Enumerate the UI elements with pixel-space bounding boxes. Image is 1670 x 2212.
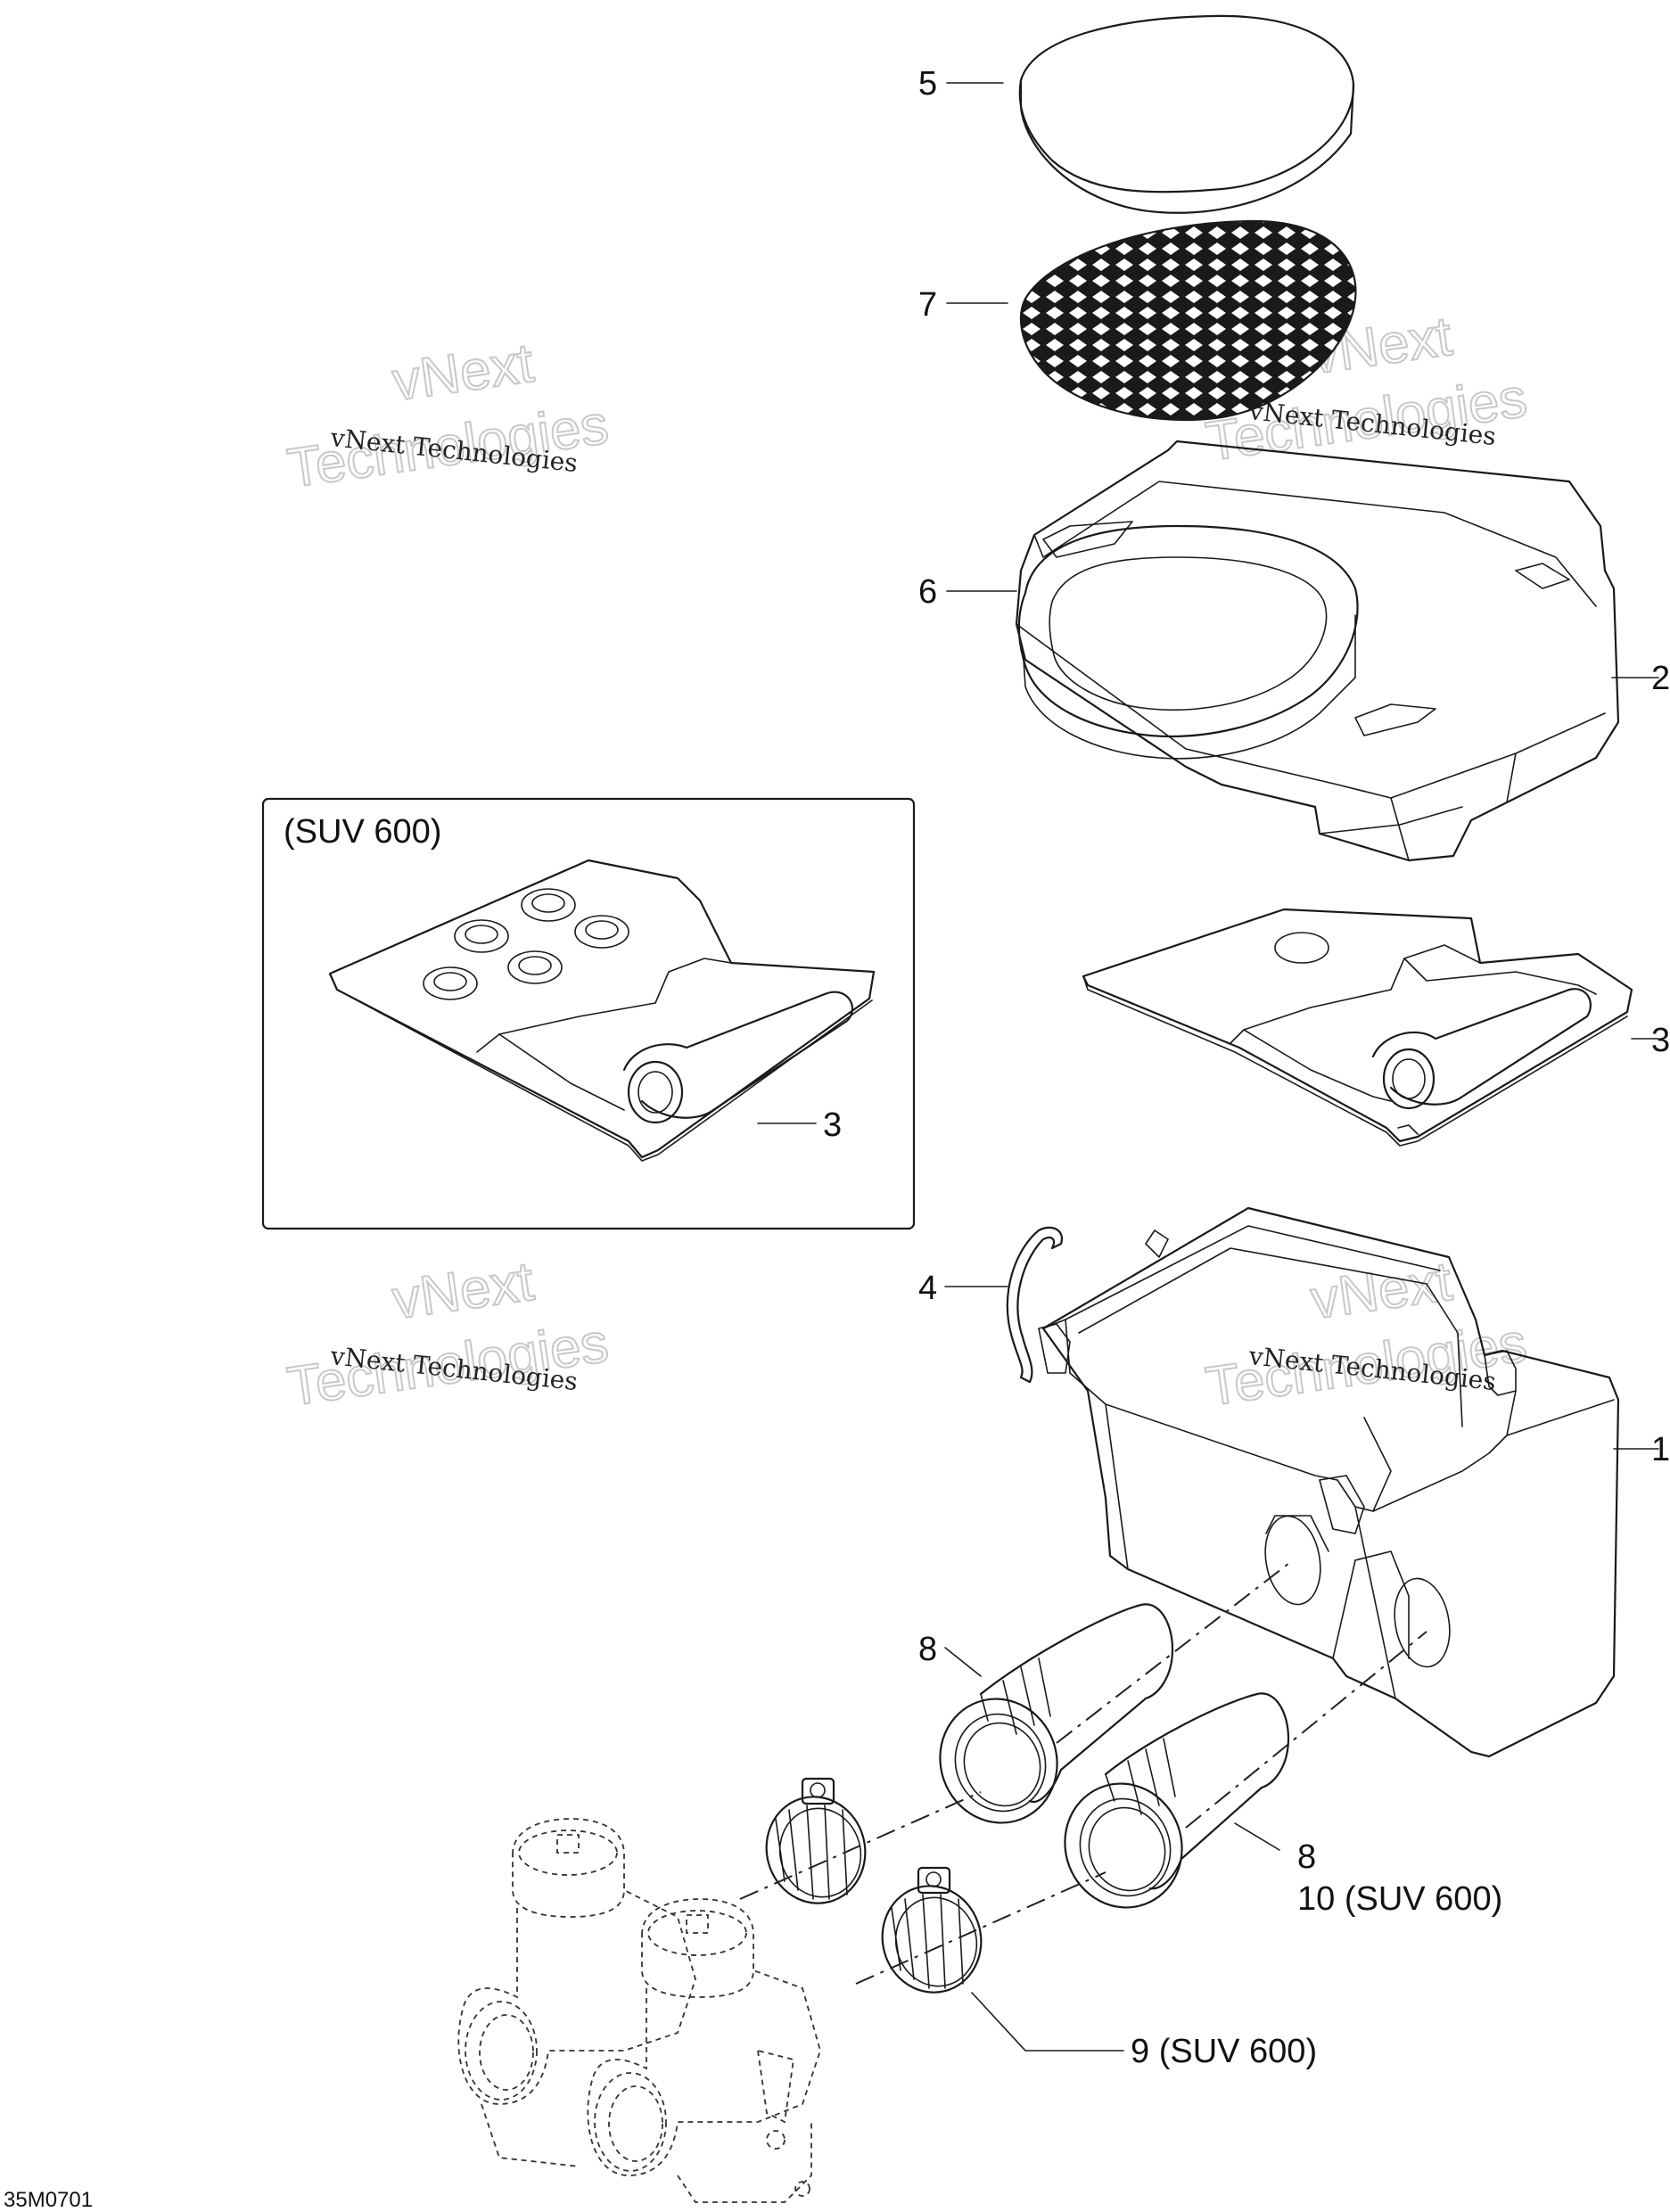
- part-1-airbox-base: [1038, 1206, 1620, 1758]
- watermark-mid-left: vNext Technologies vNext Technologies: [283, 1250, 613, 1419]
- part-7-mesh-screen: [1019, 219, 1357, 422]
- callout-4: 4: [918, 1270, 937, 1307]
- part-3-silencer-plate: [1082, 908, 1633, 1147]
- carburetors-reference: [457, 1818, 821, 2203]
- callout-3-main: 3: [1651, 1022, 1670, 1059]
- callout-2: 2: [1651, 660, 1670, 697]
- part-8-intake-boot-lower: [1064, 1692, 1290, 1909]
- watermark-large-vnext: vNext: [389, 333, 538, 413]
- callout-10: 10 (SUV 600): [1297, 1880, 1502, 1918]
- callout-5: 5: [918, 65, 937, 103]
- leader-lines: [757, 82, 1659, 2052]
- assembly-center-lines: [739, 1559, 1427, 1985]
- watermark-mid-right: vNext Technologies vNext Technologies: [1201, 1250, 1531, 1419]
- inset-suv600: (SUV 600): [261, 797, 916, 1230]
- callout-labels: 5 7 6 2 3 3 4 1 8 8 10 (SUV 600) 9 (SUV …: [823, 65, 1670, 2070]
- part-5-foam-filter: [1018, 14, 1355, 214]
- part-8-intake-boot-upper: [939, 1603, 1174, 1824]
- callout-1: 1: [1651, 1431, 1670, 1468]
- watermark-large-vnext: vNext: [1307, 1251, 1456, 1331]
- watermark-large-vnext: vNext: [389, 1251, 538, 1331]
- inset-grommets: [423, 888, 629, 1000]
- inset-title: (SUV 600): [284, 813, 441, 851]
- part-9-clamp-lower: [881, 1866, 983, 1994]
- part-6-seal-ring: [1017, 524, 1359, 760]
- callout-6: 6: [918, 573, 937, 611]
- part-9-clamp-upper: [765, 1777, 867, 1904]
- callout-9: 9 (SUV 600): [1131, 2033, 1317, 2070]
- part-4-retaining-clip: [1006, 1226, 1064, 1384]
- diagram-reference-code: 35M0701: [4, 2188, 93, 2212]
- part-2-airbox-lid: [1015, 440, 1620, 862]
- callout-8-upper: 8: [918, 1631, 937, 1668]
- callout-7: 7: [918, 286, 937, 324]
- watermark-top-left: vNext Technologies vNext Technologies: [283, 332, 613, 501]
- callout-3-inset: 3: [823, 1106, 842, 1144]
- callout-8-lower: 8: [1297, 1838, 1316, 1876]
